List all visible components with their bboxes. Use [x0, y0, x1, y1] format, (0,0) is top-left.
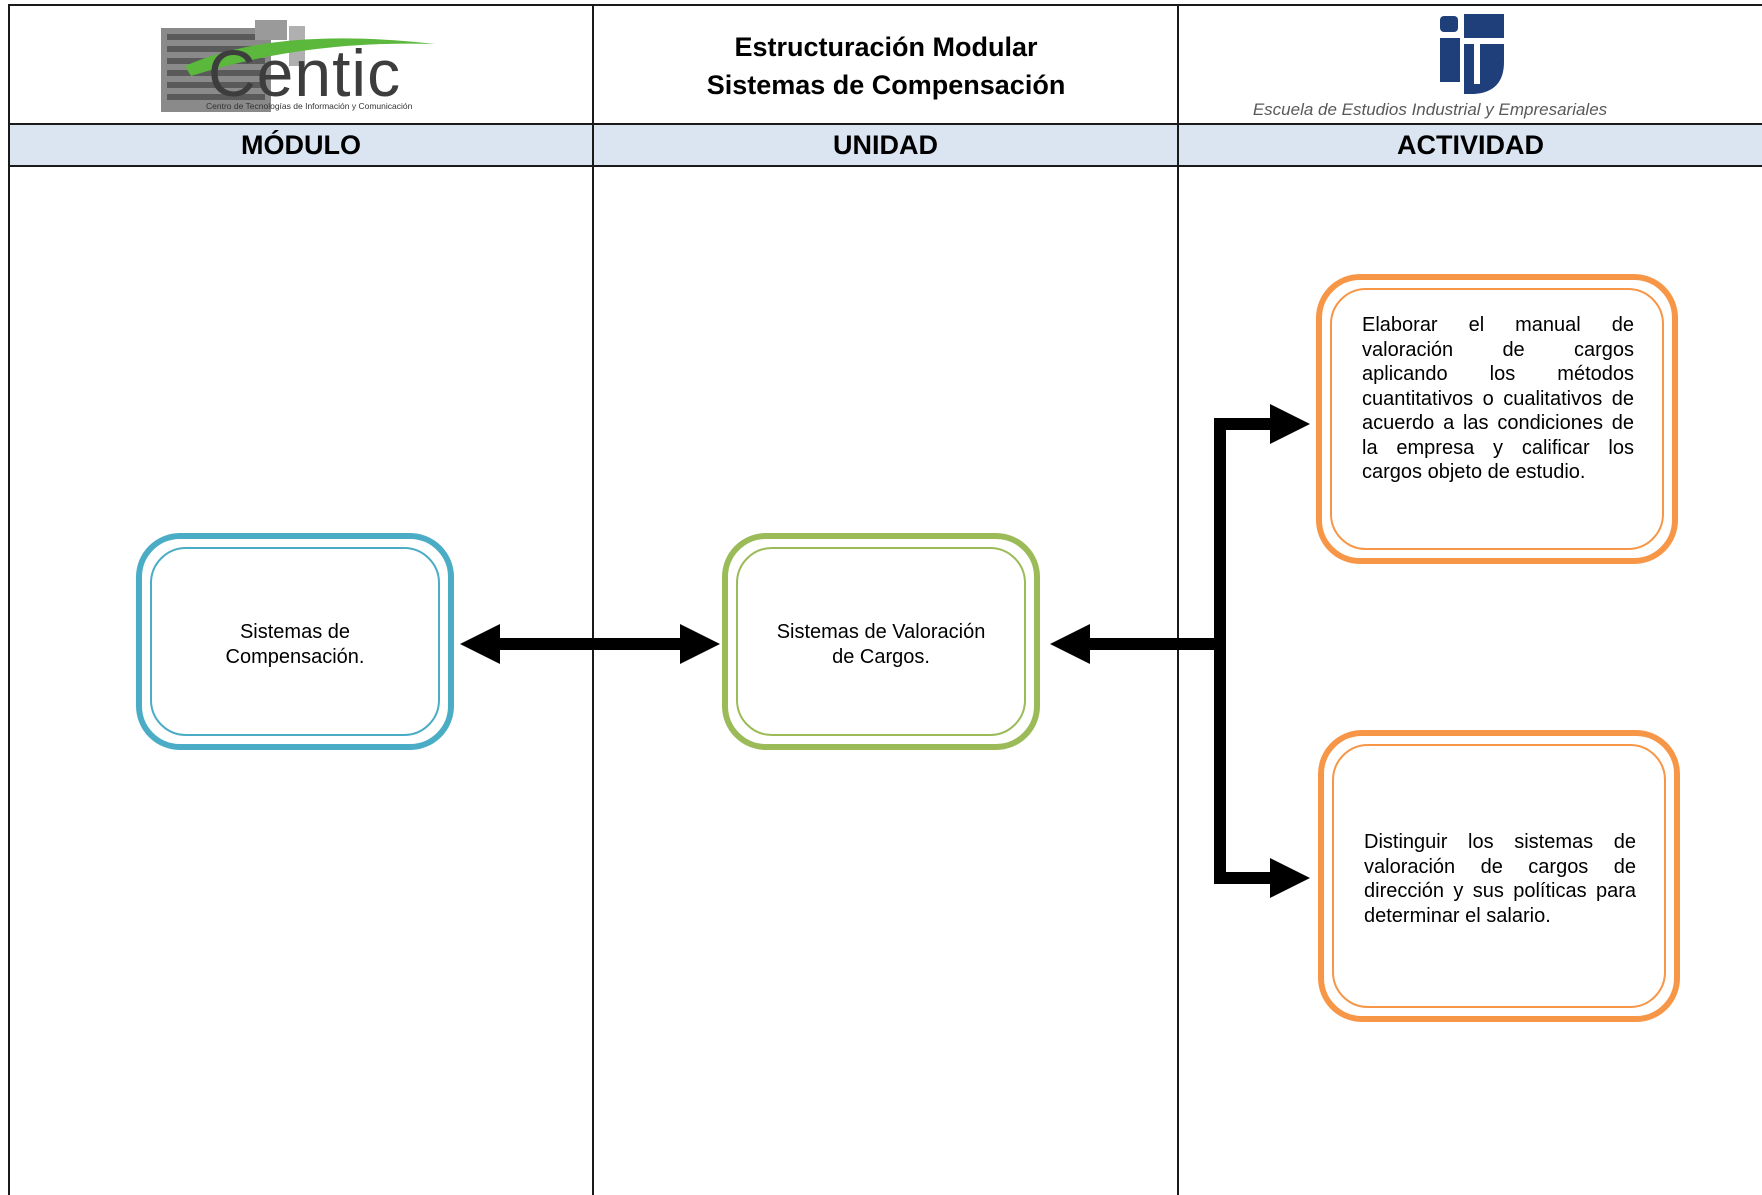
centic-building-icon — [161, 20, 435, 112]
double-arrow-modulo-unidad — [460, 624, 720, 664]
node-modulo — [136, 533, 454, 750]
header-divider — [8, 123, 1762, 125]
node-unidad-text: Sistemas de Valoración de Cargos. — [740, 620, 1022, 669]
page-title: Estructuración Modular Sistemas de Compe… — [594, 28, 1178, 104]
eeie-caption: Escuela de Estudios Industrial y Empresa… — [1252, 100, 1608, 119]
node-actividad-2-text: Distinguir los sistemas de valoración de… — [1364, 831, 1636, 927]
column-header-modulo: MÓDULO — [241, 130, 361, 160]
node-modulo-line-1: Sistemas de — [239, 621, 351, 643]
title-line-2: Sistemas de Compensación — [706, 70, 1066, 100]
node-unidad-line-1: Sistemas de Valoración — [776, 621, 986, 643]
centic-caption: Centro de Tecnologías de Información y C… — [206, 101, 413, 111]
node-modulo-text: Sistemas de Compensación. — [160, 620, 430, 669]
arrow-trunk — [1214, 418, 1226, 884]
arrow-to-actividad-2 — [1214, 858, 1310, 898]
node-actividad-2 — [1318, 730, 1680, 1022]
eeie-emblem-icon — [1440, 14, 1504, 94]
title-line-1: Estructuración Modular — [734, 32, 1038, 62]
arrow-to-unidad — [1050, 624, 1220, 664]
node-actividad-1 — [1316, 274, 1678, 564]
column-header-divider — [8, 165, 1762, 167]
node-modulo-line-2: Compensación. — [225, 645, 365, 668]
top-border — [8, 4, 1762, 6]
column-header-unidad: UNIDAD — [833, 130, 938, 160]
column-divider-2 — [1177, 4, 1179, 1195]
left-border — [8, 4, 10, 1195]
column-header-band — [8, 124, 1762, 166]
node-actividad-1-text: Elaborar el manual de valoración de carg… — [1362, 314, 1634, 483]
column-divider-1 — [592, 4, 594, 1195]
arrow-to-actividad-1 — [1214, 404, 1310, 444]
node-unidad-line-2: de Cargos. — [832, 645, 930, 668]
node-unidad — [722, 533, 1040, 750]
centic-wordmark: Centic — [208, 36, 402, 110]
column-header-actividad: ACTIVIDAD — [1397, 130, 1544, 160]
